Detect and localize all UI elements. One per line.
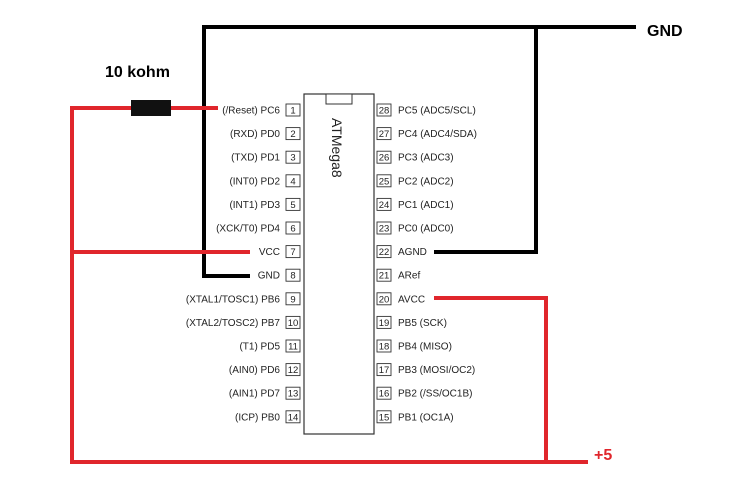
pin-label-left: (RXD) PD0	[230, 129, 280, 140]
pin-number-left: 5	[290, 200, 295, 211]
pin-box-right	[376, 315, 392, 329]
pin-box-right	[376, 197, 392, 211]
pin-label-right: PB4 (MISO)	[398, 342, 452, 353]
pin-number-right: 16	[379, 389, 390, 400]
pin-number-right: 15	[379, 412, 390, 423]
pin-label-right: PC2 (ADC2)	[398, 176, 454, 187]
pin-label-right: PB3 (MOSI/OC2)	[398, 365, 475, 376]
pin-number-right: 17	[379, 365, 390, 376]
pin-box-right	[376, 174, 392, 188]
pin-number-left: 11	[288, 342, 298, 353]
left-pin-group: 1 (/Reset) PC6 2 (RXD) PD0 3 (TXD) PD1 4 (INT0)…	[186, 103, 301, 424]
pin-number-right: 25	[379, 176, 390, 187]
pin-number-left: 10	[288, 318, 299, 329]
pin-box-left	[285, 221, 301, 235]
pin-number-left: 4	[290, 176, 295, 187]
pin-number-right: 23	[379, 224, 390, 235]
pin-box-right	[376, 268, 392, 282]
pin-label-right: AVCC	[398, 294, 425, 305]
pin-box-left	[285, 315, 301, 329]
pin-box-right	[376, 292, 392, 306]
pin-number-left: 6	[290, 224, 295, 235]
pin-box-right	[376, 150, 392, 164]
pin-box-right	[376, 103, 392, 117]
pin-box-left	[285, 174, 301, 188]
pin-box-right	[376, 410, 392, 424]
right-pin-group: 28 PC5 (ADC5/SCL) 27 PC4 (ADC4/SDA) 26 PC3 (A…	[376, 103, 477, 424]
pin-number-right: 21	[379, 271, 390, 282]
pin-label-left: (ICP) PB0	[235, 412, 280, 423]
pin-label-left: (TXD) PD1	[231, 153, 280, 164]
pin-label-right: AGND	[398, 247, 427, 258]
pin-box-left	[285, 197, 301, 211]
pin-box-right	[376, 245, 392, 259]
pin-label-right: PC5 (ADC5/SCL)	[398, 106, 476, 117]
pin-number-right: 19	[379, 318, 390, 329]
pin-number-right: 22	[379, 247, 390, 258]
pin-number-left: 8	[290, 271, 295, 282]
pin-label-left: (T1) PD5	[239, 342, 280, 353]
pin-label-right: PC1 (ADC1)	[398, 200, 454, 211]
pin-box-right	[376, 386, 392, 400]
pin-box-left	[285, 268, 301, 282]
pin-box-left	[285, 150, 301, 164]
pin-label-left: (XTAL2/TOSC2) PB7	[186, 318, 281, 329]
pin-label-left: GND	[258, 271, 280, 282]
chip-notch	[325, 93, 353, 105]
pin-box-left	[285, 292, 301, 306]
pin-box-left	[285, 339, 301, 353]
pin-label-right: PB5 (SCK)	[398, 318, 447, 329]
pin-label-left: (XTAL1/TOSC1) PB6	[186, 294, 281, 305]
pin-number-right: 27	[379, 129, 390, 140]
pin-number-left: 7	[290, 247, 295, 258]
pin-label-left: VCC	[259, 247, 280, 258]
pin-number-right: 24	[379, 200, 390, 211]
pin-number-right: 28	[379, 106, 390, 117]
pin-number-left: 1	[290, 106, 295, 117]
pin-number-left: 2	[290, 129, 295, 140]
pin-label-right: PB1 (OC1A)	[398, 412, 454, 423]
pin-label-left: (INT1) PD3	[229, 200, 280, 211]
chip-name: ATMega8	[329, 118, 345, 178]
pin-box-left	[285, 386, 301, 400]
pin-box-left	[285, 127, 301, 141]
pin-number-left: 9	[290, 294, 295, 305]
pin-box-left	[285, 245, 301, 259]
chip-body	[303, 93, 375, 435]
pin-number-left: 12	[288, 365, 299, 376]
avcc-wire	[434, 296, 548, 462]
pin-box-right	[376, 363, 392, 377]
resistor-icon	[131, 100, 171, 116]
pin-number-right: 18	[379, 342, 390, 353]
pin-number-left: 3	[290, 153, 295, 164]
pin-label-left: (/Reset) PC6	[222, 106, 280, 117]
pin-box-right	[376, 221, 392, 235]
pin-label-right: PC3 (ADC3)	[398, 153, 454, 164]
pin-box-right	[376, 127, 392, 141]
pin-label-left: (AIN0) PD6	[229, 365, 281, 376]
plus5-label: +5	[594, 447, 612, 464]
pin-label-left: (AIN1) PD7	[229, 389, 281, 400]
agnd-wire	[434, 27, 538, 254]
pin-label-right: PB2 (/SS/OC1B)	[398, 389, 472, 400]
pin-number-left: 13	[288, 389, 299, 400]
pin-box-left	[285, 363, 301, 377]
gnd-wire-loop	[202, 25, 636, 278]
pin-label-right: ARef	[398, 271, 420, 282]
pin-label-right: PC4 (ADC4/SDA)	[398, 129, 477, 140]
pin-label-right: PC0 (ADC0)	[398, 224, 454, 235]
pin-number-left: 14	[288, 412, 299, 423]
pin-number-right: 20	[379, 294, 390, 305]
pin-box-right	[376, 339, 392, 353]
gnd-label: GND	[647, 23, 683, 40]
resistor-label: 10 kohm	[105, 64, 170, 81]
pin-box-left	[285, 410, 301, 424]
pin-number-right: 26	[379, 153, 390, 164]
pin-box-left	[285, 103, 301, 117]
pin-label-left: (INT0) PD2	[229, 176, 280, 187]
pin-label-left: (XCK/T0) PD4	[216, 224, 280, 235]
